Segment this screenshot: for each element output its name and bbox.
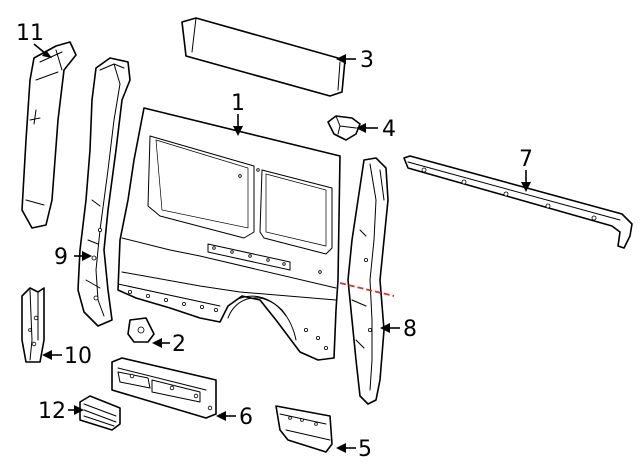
callout-9: 9 <box>54 245 68 270</box>
callout-5: 5 <box>358 437 372 462</box>
callout-3: 3 <box>360 48 374 73</box>
callout-11: 11 <box>16 21 44 46</box>
part-9-pillar-reinforcement[interactable] <box>77 57 131 327</box>
callout-2: 2 <box>172 332 186 357</box>
callout-10: 10 <box>64 344 92 369</box>
part-8-c-pillar[interactable] <box>347 157 389 405</box>
part-11-rear-pillar-trim[interactable] <box>21 41 77 229</box>
part-3-upper-rail-panel[interactable] <box>181 17 346 97</box>
callout-8: 8 <box>403 317 417 342</box>
callout-1: 1 <box>231 91 245 116</box>
callout-arrows <box>33 43 531 453</box>
part-12-grille[interactable] <box>79 395 121 431</box>
part-6-sill-panel[interactable] <box>111 357 217 419</box>
callout-6: 6 <box>239 405 253 430</box>
part-4-bracket[interactable] <box>327 115 361 141</box>
callout-12: 12 <box>38 399 66 424</box>
part-10-lower-bracket[interactable] <box>21 287 45 363</box>
part-7-side-rail[interactable] <box>403 155 633 249</box>
part-1-side-panel[interactable] <box>117 107 341 361</box>
callout-7: 7 <box>519 147 533 172</box>
part-5-step-plate[interactable] <box>275 405 333 453</box>
part-2-plate[interactable] <box>127 317 155 343</box>
cut-line <box>339 282 395 297</box>
callout-4: 4 <box>382 117 396 142</box>
